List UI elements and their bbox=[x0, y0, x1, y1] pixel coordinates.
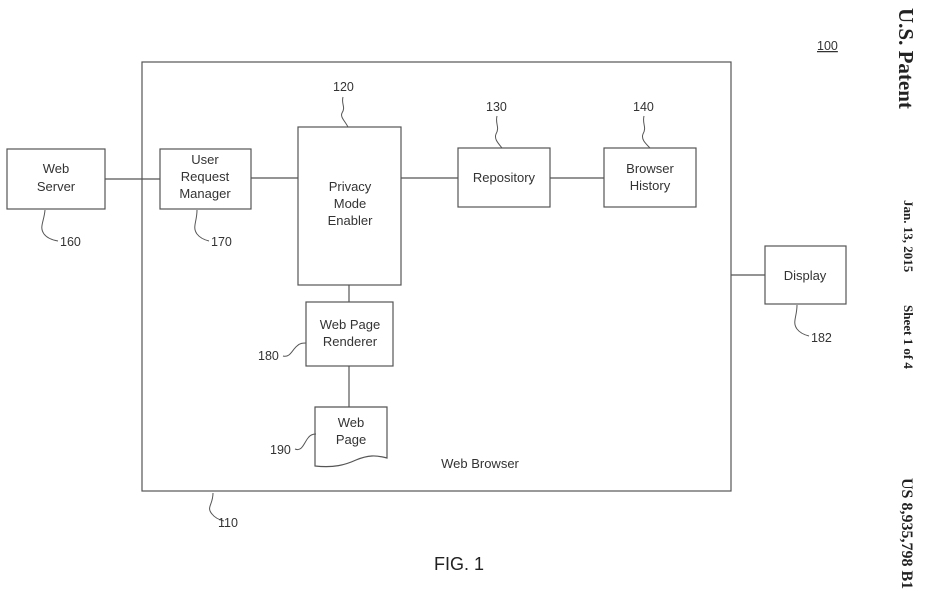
enabler-label-2: Mode bbox=[334, 196, 367, 211]
patent-label: U.S. Patent bbox=[894, 8, 918, 109]
renderer-label-1: Web Page bbox=[320, 317, 380, 332]
urm-leader bbox=[194, 209, 210, 242]
renderer-ref: 180 bbox=[258, 349, 279, 363]
urm-label-1: User bbox=[191, 152, 219, 167]
display-leader bbox=[794, 304, 810, 337]
browser-history-ref: 140 bbox=[633, 100, 654, 114]
browser-history-box: Browser History bbox=[603, 147, 697, 208]
web-browser-leader bbox=[209, 492, 225, 522]
web-browser-container bbox=[141, 61, 732, 492]
patent-number: US 8,935,798 B1 bbox=[898, 478, 915, 590]
repository-label: Repository bbox=[473, 170, 536, 185]
figure-caption: FIG. 1 bbox=[434, 554, 484, 574]
urm-ref: 170 bbox=[211, 235, 232, 249]
renderer-label-2: Renderer bbox=[323, 334, 378, 349]
patent-date: Jan. 13, 2015 bbox=[901, 200, 916, 273]
display-ref: 182 bbox=[811, 331, 832, 345]
browser-history-leader bbox=[642, 115, 651, 149]
web-page-ref: 190 bbox=[270, 443, 291, 457]
repository-leader bbox=[495, 115, 503, 149]
display-box: Display bbox=[764, 245, 847, 305]
figure-ref-100: 100 bbox=[817, 39, 838, 53]
urm-label-2: Request bbox=[181, 169, 230, 184]
repository-box: Repository bbox=[457, 147, 551, 208]
enabler-label-1: Privacy bbox=[329, 179, 372, 194]
enabler-label-3: Enabler bbox=[328, 213, 373, 228]
web-browser-ref: 110 bbox=[218, 516, 238, 530]
user-request-manager-box: User Request Manager bbox=[159, 148, 252, 210]
web-server-ref: 160 bbox=[60, 235, 81, 249]
web-page-leader bbox=[294, 433, 317, 451]
web-browser-label: Web Browser bbox=[441, 456, 519, 471]
web-server-label-1: Web bbox=[43, 161, 70, 176]
enabler-ref: 120 bbox=[333, 80, 354, 94]
browser-history-label-2: History bbox=[630, 178, 671, 193]
enabler-leader bbox=[341, 96, 349, 128]
sheet-number: Sheet 1 of 4 bbox=[901, 305, 916, 369]
browser-history-label-1: Browser bbox=[626, 161, 674, 176]
web-page-label-1: Web bbox=[338, 415, 365, 430]
web-server-box: Web Server bbox=[6, 148, 106, 210]
privacy-mode-enabler-box: Privacy Mode Enabler bbox=[297, 126, 402, 286]
web-page-renderer-box: Web Page Renderer bbox=[305, 301, 394, 367]
web-page-document: Web Page bbox=[314, 406, 388, 468]
web-server-label-2: Server bbox=[37, 179, 76, 194]
urm-label-3: Manager bbox=[179, 186, 231, 201]
display-label: Display bbox=[784, 268, 827, 283]
web-page-label-2: Page bbox=[336, 432, 366, 447]
renderer-leader bbox=[282, 342, 307, 357]
web-server-leader bbox=[41, 209, 59, 242]
repository-ref: 130 bbox=[486, 100, 507, 114]
